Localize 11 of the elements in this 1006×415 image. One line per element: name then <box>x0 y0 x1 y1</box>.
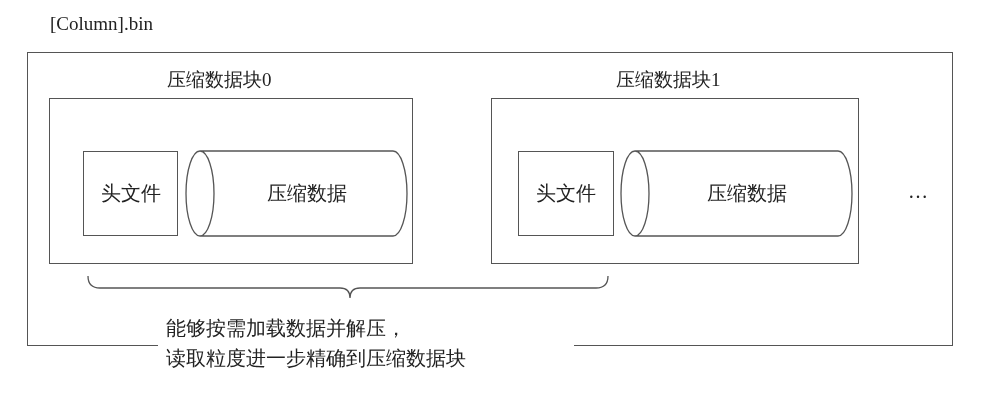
box-heading: 压缩数据块1 <box>616 68 721 92</box>
header-box <box>518 151 614 236</box>
cylinder-node <box>186 151 407 236</box>
box-heading: 压缩数据块0 <box>167 68 272 92</box>
node-label: 压缩数据 <box>706 181 787 206</box>
node-label: 头文件 <box>536 181 596 206</box>
header-box <box>83 151 178 236</box>
box-heading: [Column].bin <box>50 13 153 35</box>
node-label: 头文件 <box>100 181 161 206</box>
cylinder-node <box>621 151 852 236</box>
node-label: 压缩数据 <box>266 181 347 206</box>
